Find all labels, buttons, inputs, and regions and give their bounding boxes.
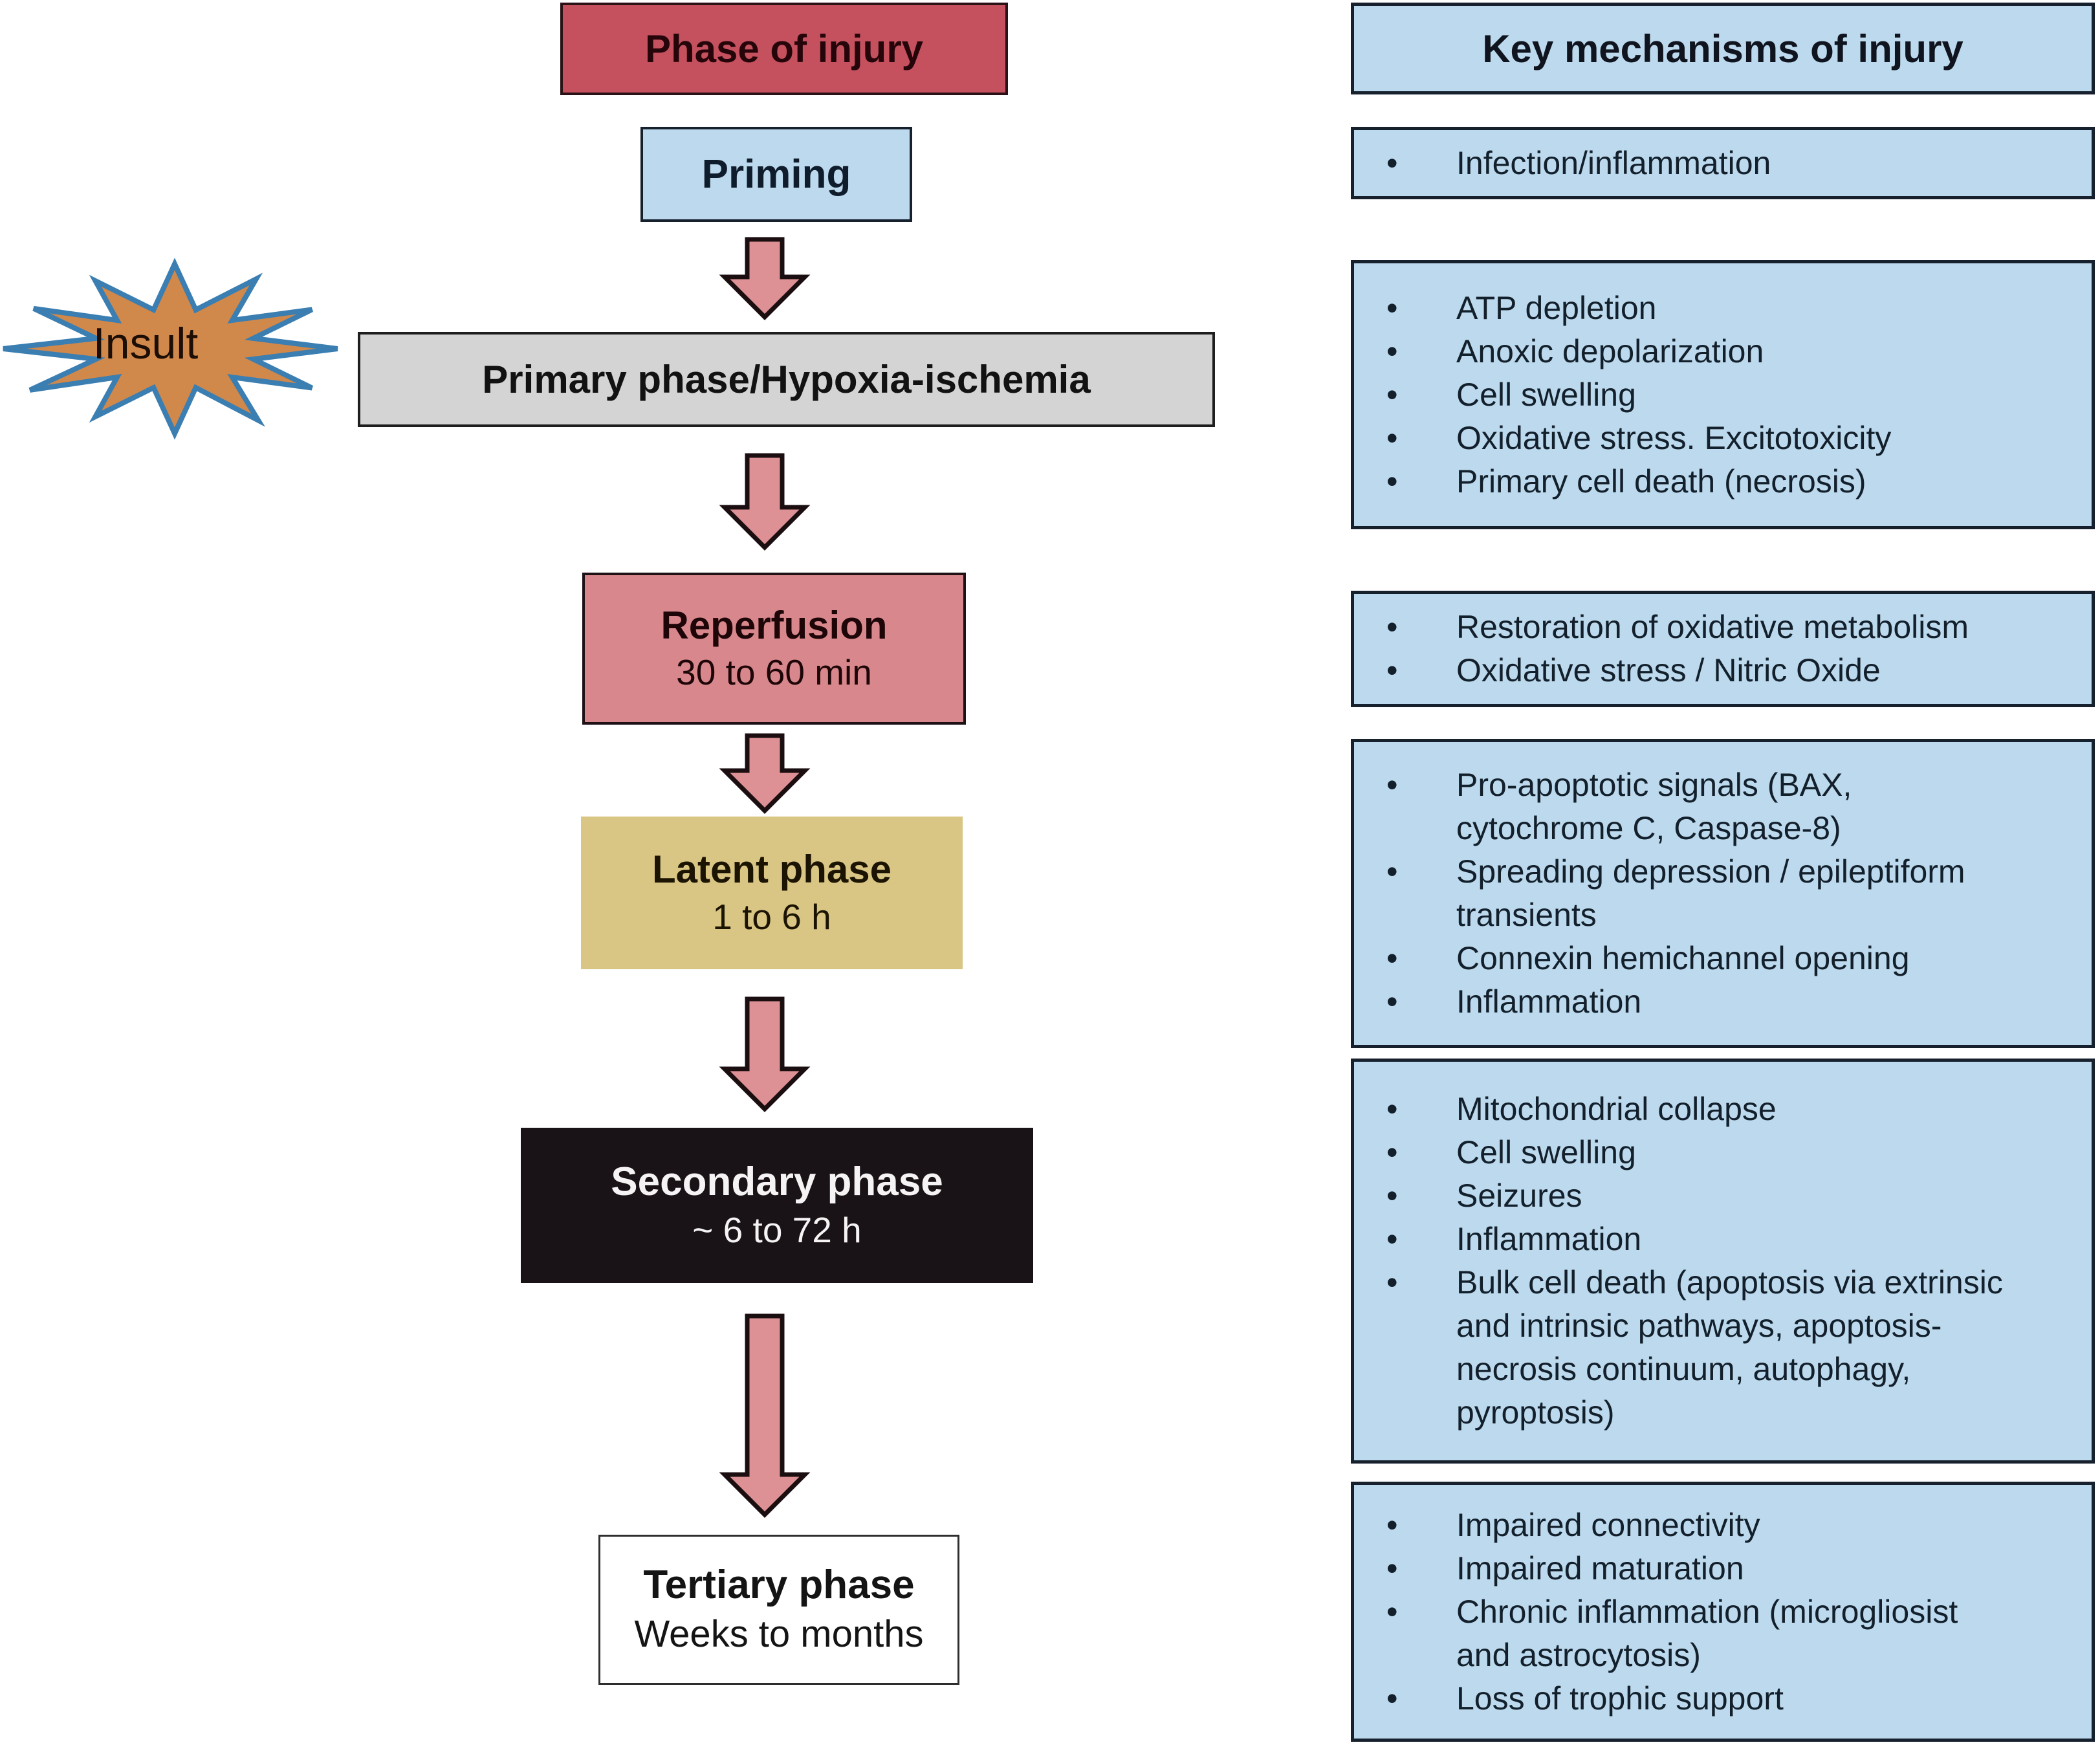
- bullet-marker: •: [1386, 1091, 1398, 1127]
- key-mechanisms-header: Key mechanisms of injury: [1351, 3, 2095, 94]
- bullet-marker: •: [1386, 289, 1398, 326]
- bullet-text: Pro-apoptotic signals (BAX, cytochrome C…: [1456, 767, 1852, 846]
- bullet-item: • Restoration of oxidative metabolism: [1354, 606, 2062, 649]
- bullet-text: Restoration of oxidative metabolism: [1456, 609, 1969, 645]
- starburst-icon: [3, 264, 346, 434]
- bullet-text: Oxidative stress. Excitotoxicity: [1456, 419, 1892, 456]
- bullet-text: Inflammation: [1456, 1221, 1642, 1257]
- phase-box-latent: Latent phase 1 to 6 h: [581, 817, 963, 969]
- bullet-marker: •: [1386, 376, 1398, 413]
- bullet-item: • Impaired connectivity: [1354, 1504, 2062, 1547]
- phase-box-reperfusion: Reperfusion 30 to 60 min: [582, 573, 966, 725]
- latent-duration: 1 to 6 h: [712, 896, 831, 937]
- bullet-marker: •: [1386, 1680, 1398, 1717]
- bullet-item: • Primary cell death (necrosis): [1354, 460, 2062, 503]
- latent-title: Latent phase: [651, 848, 892, 892]
- flow-arrow-4-icon: [719, 996, 811, 1112]
- bullet-text: Loss of trophic support: [1456, 1680, 1784, 1717]
- phase-box-tertiary: Tertiary phase Weeks to months: [598, 1535, 959, 1685]
- bullet-text: Inflammation: [1456, 983, 1642, 1020]
- bullet-text: Oxidative stress / Nitric Oxide: [1456, 652, 1881, 688]
- phase-of-injury-header: Phase of injury: [560, 3, 1008, 95]
- flow-arrow-1-icon: [719, 237, 811, 320]
- bullet-text: Cell swelling: [1456, 376, 1636, 413]
- bullet-text: ATP depletion: [1456, 289, 1657, 326]
- bullet-item: • Oxidative stress. Excitotoxicity: [1354, 417, 2062, 460]
- phase-box-primary: Primary phase/Hypoxia-ischemia: [358, 332, 1215, 427]
- bullet-item: • Connexin hemichannel opening: [1354, 937, 2062, 980]
- phase-of-injury-header-label: Phase of injury: [644, 27, 924, 71]
- mechanisms-box-primary: • ATP depletion • Anoxic depolarization • Cel…: [1351, 260, 2095, 529]
- bullet-item: • Mitochondrial collapse: [1354, 1088, 2062, 1131]
- bullet-text: Bulk cell death (apoptosis via extrinsic…: [1456, 1264, 2003, 1431]
- bullet-marker: •: [1386, 983, 1398, 1020]
- bullet-text: Anoxic depolarization: [1456, 333, 1764, 369]
- bullet-marker: •: [1386, 144, 1398, 181]
- bullet-text: Infection/inflammation: [1456, 144, 1771, 181]
- bullet-marker: •: [1386, 1134, 1398, 1170]
- reperfusion-title: Reperfusion: [661, 603, 888, 647]
- bullet-marker: •: [1386, 853, 1398, 890]
- bullet-marker: •: [1386, 1593, 1398, 1630]
- bullet-marker: •: [1386, 1178, 1398, 1214]
- bullet-item: • Inflammation: [1354, 1218, 2062, 1261]
- reperfusion-duration: 30 to 60 min: [676, 652, 872, 693]
- bullet-item: • Loss of trophic support: [1354, 1677, 2062, 1720]
- bullet-item: • Impaired maturation: [1354, 1547, 2062, 1590]
- bullet-marker: •: [1386, 1550, 1398, 1586]
- bullet-text: Chronic inflammation (microgliosist and …: [1456, 1593, 1958, 1673]
- tertiary-title: Tertiary phase: [643, 1563, 915, 1608]
- bullet-item: • ATP depletion: [1354, 287, 2062, 330]
- mechanisms-box-secondary: • Mitochondrial collapse • Cell swelling • Se…: [1351, 1059, 2095, 1464]
- bullet-marker: •: [1386, 940, 1398, 976]
- flow-arrow-3-icon: [719, 733, 811, 814]
- bullet-text: Connexin hemichannel opening: [1456, 940, 1910, 976]
- bullet-text: Impaired maturation: [1456, 1550, 1744, 1586]
- bullet-marker: •: [1386, 767, 1398, 803]
- bullet-item: • Chronic inflammation (microgliosist and…: [1354, 1590, 2062, 1677]
- bullet-marker: •: [1386, 1264, 1398, 1301]
- tertiary-duration: Weeks to months: [634, 1612, 924, 1655]
- bullet-item: • Bulk cell death (apoptosis via extrinsi…: [1354, 1261, 2062, 1434]
- primary-label: Primary phase/Hypoxia-ischemia: [482, 358, 1091, 401]
- mechanisms-box-latent: • Pro-apoptotic signals (BAX, cytochrome …: [1351, 739, 2095, 1048]
- mechanisms-box-priming: • Infection/inflammation: [1351, 127, 2095, 199]
- bullet-item: • Spreading depression / epileptiform tra…: [1354, 850, 2062, 937]
- bullet-text: Cell swelling: [1456, 1134, 1636, 1170]
- bullet-text: Seizures: [1456, 1178, 1582, 1214]
- bullet-item: • Cell swelling: [1354, 373, 2062, 417]
- bullet-item: • Cell swelling: [1354, 1131, 2062, 1174]
- bullet-item: • Inflammation: [1354, 980, 2062, 1024]
- secondary-title: Secondary phase: [611, 1159, 943, 1205]
- bullet-marker: •: [1386, 419, 1398, 456]
- insult-label: Insult: [93, 319, 199, 368]
- bullet-text: Impaired connectivity: [1456, 1506, 1760, 1543]
- bullet-marker: •: [1386, 1221, 1398, 1257]
- bullet-marker: •: [1386, 609, 1398, 645]
- bullet-marker: •: [1386, 652, 1398, 688]
- mechanisms-box-reperfusion: • Restoration of oxidative metabolism • Oxi…: [1351, 591, 2095, 707]
- bullet-marker: •: [1386, 463, 1398, 499]
- mechanisms-box-tertiary: • Impaired connectivity • Impaired maturati…: [1351, 1482, 2095, 1742]
- flow-arrow-2-icon: [719, 453, 811, 551]
- bullet-text: Spreading depression / epileptiform tran…: [1456, 853, 1965, 933]
- insult-starburst: Insult: [3, 264, 346, 434]
- bullet-item: • Infection/inflammation: [1354, 142, 2062, 185]
- secondary-duration: ~ 6 to 72 h: [692, 1209, 862, 1250]
- bullet-item: • Pro-apoptotic signals (BAX, cytochrome …: [1354, 763, 2062, 850]
- bullet-text: Primary cell death (necrosis): [1456, 463, 1866, 499]
- key-mechanisms-header-label: Key mechanisms of injury: [1482, 27, 1963, 71]
- bullet-item: • Seizures: [1354, 1174, 2062, 1218]
- phase-box-secondary: Secondary phase ~ 6 to 72 h: [521, 1128, 1033, 1283]
- priming-label: Priming: [701, 152, 851, 197]
- bullet-text: Mitochondrial collapse: [1456, 1091, 1777, 1127]
- bullet-item: • Anoxic depolarization: [1354, 330, 2062, 373]
- phase-box-priming: Priming: [640, 127, 912, 222]
- bullet-item: • Oxidative stress / Nitric Oxide: [1354, 649, 2062, 692]
- bullet-marker: •: [1386, 1506, 1398, 1543]
- flow-arrow-5-icon: [719, 1313, 811, 1518]
- bullet-marker: •: [1386, 333, 1398, 369]
